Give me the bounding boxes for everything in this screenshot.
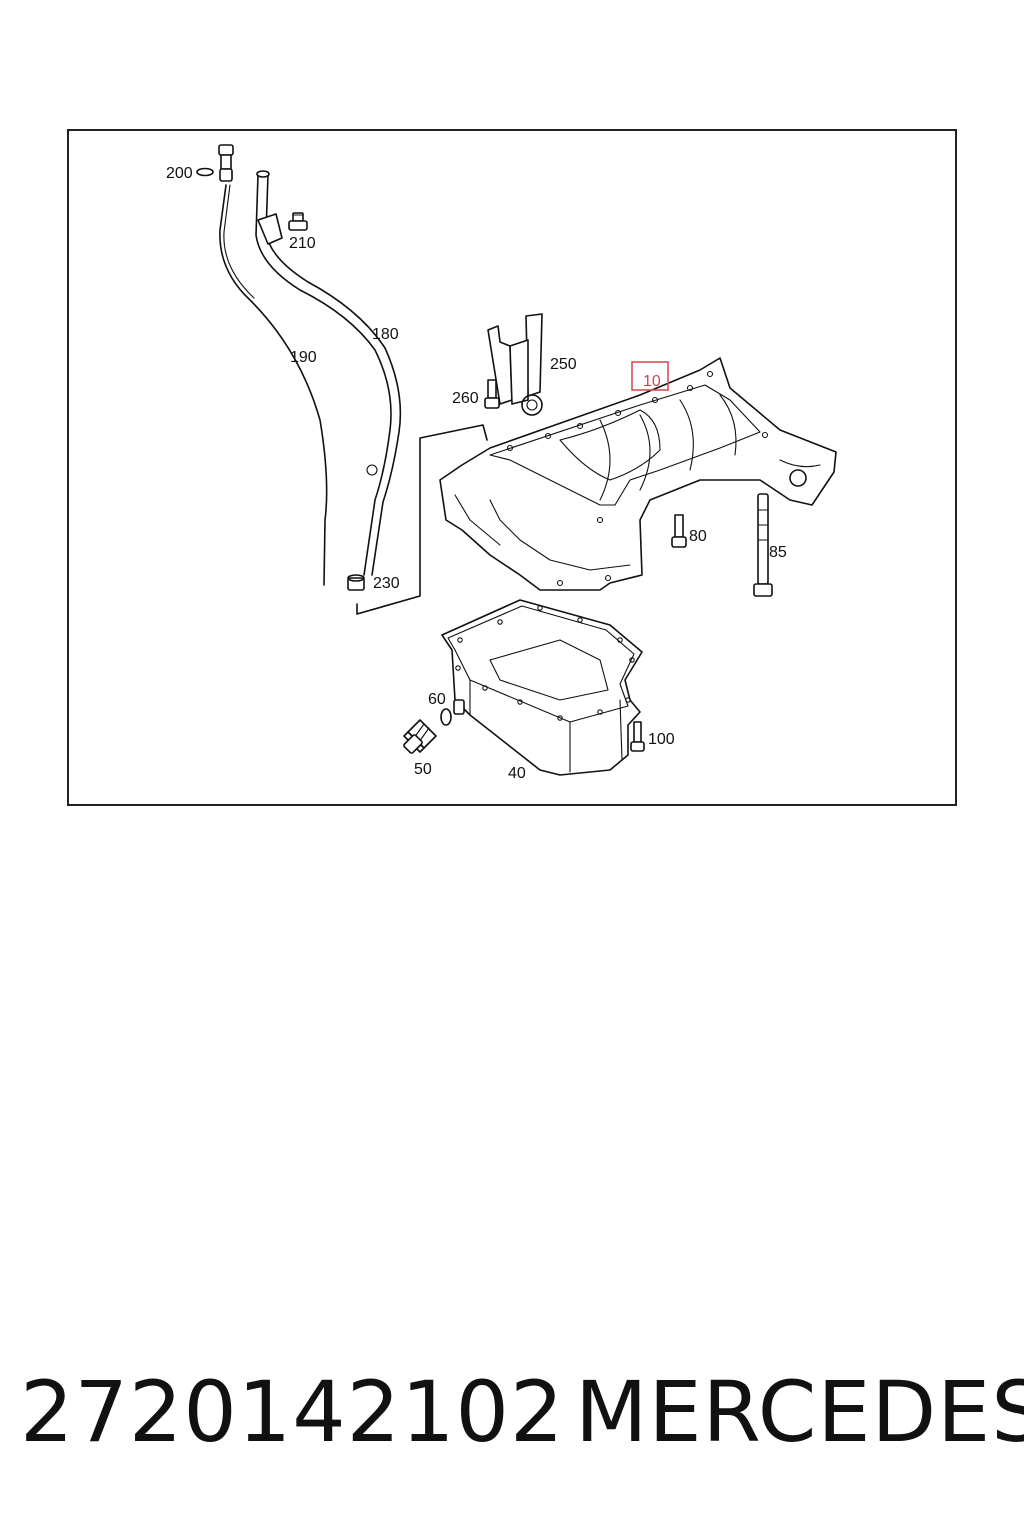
callout-50-label: 50	[414, 761, 432, 778]
bolt-80	[671, 514, 687, 548]
callout-250-label: 250	[550, 356, 577, 373]
brand-name: MERCEDES	[575, 1363, 1024, 1461]
bolt-85	[753, 493, 773, 597]
callout-260-label: 260	[452, 390, 479, 407]
plug-230	[347, 574, 365, 591]
callout-230-label: 230	[373, 575, 400, 592]
bracket-250	[487, 313, 543, 416]
callout-190-label: 190	[290, 349, 317, 366]
group-bracket	[356, 424, 488, 615]
upper-oil-pan-10	[439, 357, 837, 591]
callout-10-label: 10	[643, 373, 661, 390]
callout-80-label: 80	[689, 528, 707, 545]
lower-oil-pan-40	[441, 599, 643, 776]
part-number: 2720142102	[20, 1363, 565, 1461]
callout-10-highlight-box	[631, 361, 669, 391]
callout-100-label: 100	[648, 731, 675, 748]
callout-85-label: 85	[769, 544, 787, 561]
callout-60-label: 60	[428, 691, 446, 708]
bolt-100	[630, 721, 645, 752]
bolt-260	[484, 379, 500, 409]
callout-200-label: 200	[166, 165, 193, 182]
dipstick-cap-200	[196, 144, 234, 182]
callout-180-label: 180	[372, 326, 399, 343]
callout-40-label: 40	[508, 765, 526, 782]
seal-ring-60	[440, 699, 465, 726]
drain-plug-50	[403, 719, 437, 754]
dipstick-190	[219, 184, 328, 586]
bolt-210	[288, 212, 308, 231]
guide-tube-180	[255, 170, 402, 576]
callout-210-label: 210	[289, 235, 316, 252]
